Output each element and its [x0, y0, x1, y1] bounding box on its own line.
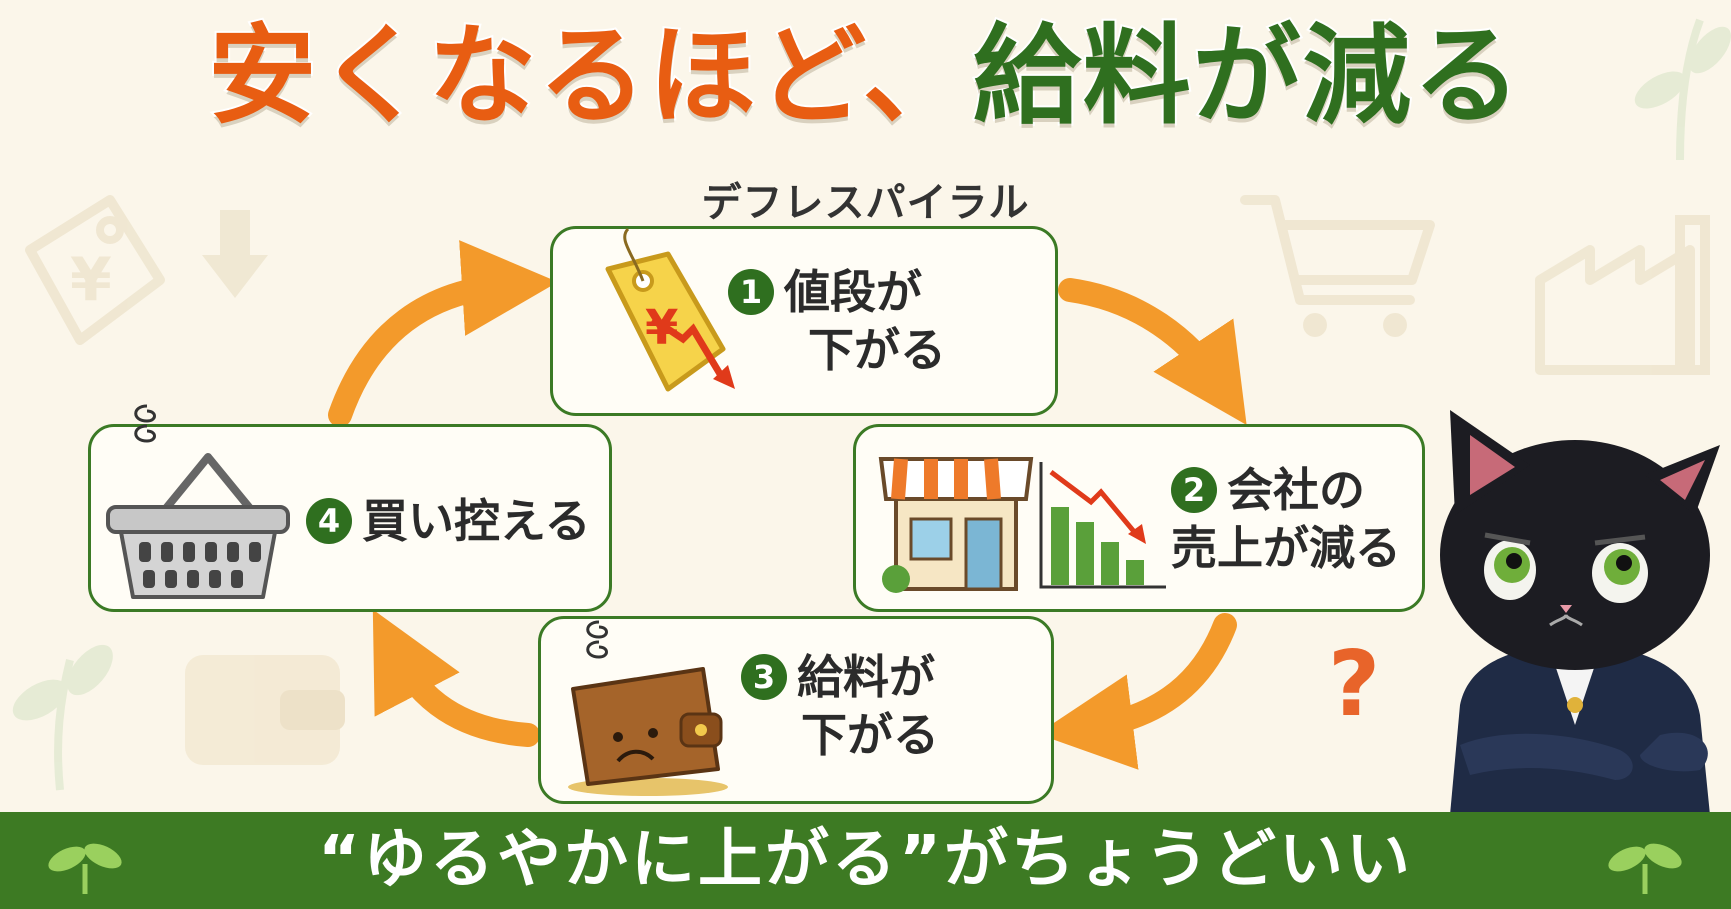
step-3-line2: 下がる — [801, 707, 939, 762]
title-part1: 安くなるほど、 — [206, 14, 973, 139]
dizzy-swirl-icon-4 — [134, 404, 156, 443]
arrow-3-to-4 — [372, 609, 540, 747]
bar-chart-down-icon — [1039, 462, 1166, 589]
shopping-basket-icon — [106, 453, 290, 599]
step-2-line1: 会社の — [1227, 463, 1365, 517]
question-mark: ? — [1328, 632, 1381, 737]
bottom-banner: “ゆるやかに上がる”がちょうどいい — [0, 812, 1731, 909]
step-number-3: 3 — [741, 653, 787, 700]
bg-leaf-icon-left — [12, 644, 113, 791]
step-2-line2: 売上が減る — [1171, 520, 1401, 575]
page-subtitle: デフレスパイラル — [701, 180, 1030, 226]
black-cat-character — [1440, 410, 1720, 815]
arrow-1-to-2 — [1058, 278, 1247, 425]
banner-text: “ゆるやかに上がる”がちょうどいい — [317, 823, 1414, 897]
leaf-icon-left — [48, 843, 122, 894]
bg-leaf-icon-right — [1634, 18, 1731, 161]
bg-factory-icon — [1535, 215, 1710, 375]
arrow-2-to-3 — [1037, 613, 1237, 770]
bg-shopping-cart-icon — [1240, 195, 1435, 337]
step-4-line1: 買い控える — [362, 494, 591, 548]
bg-price-tag-icon: ¥ — [25, 195, 165, 345]
page-title: 安くなるほど、給料が減る — [0, 15, 1731, 138]
wallet-icon — [568, 667, 728, 796]
dizzy-swirl-icon-3 — [586, 620, 608, 659]
step-number-4: 4 — [306, 497, 352, 544]
store-icon — [878, 457, 1034, 593]
bg-down-arrow-icon — [202, 210, 268, 298]
arrow-4-to-1 — [328, 240, 558, 427]
svg-text:¥: ¥ — [70, 245, 112, 315]
bg-wallet-icon — [185, 655, 345, 765]
step-1-line1: 値段が — [784, 265, 922, 319]
step-1-line2: 下がる — [808, 322, 946, 377]
step-number-1: 1 — [728, 268, 774, 315]
step-number-2: 2 — [1171, 466, 1217, 513]
step-3-line1: 給料が — [797, 650, 935, 704]
leaf-icon-right — [1608, 843, 1682, 894]
title-part2: 給料が減る — [971, 14, 1523, 139]
price-tag-icon: ¥ — [605, 227, 735, 392]
